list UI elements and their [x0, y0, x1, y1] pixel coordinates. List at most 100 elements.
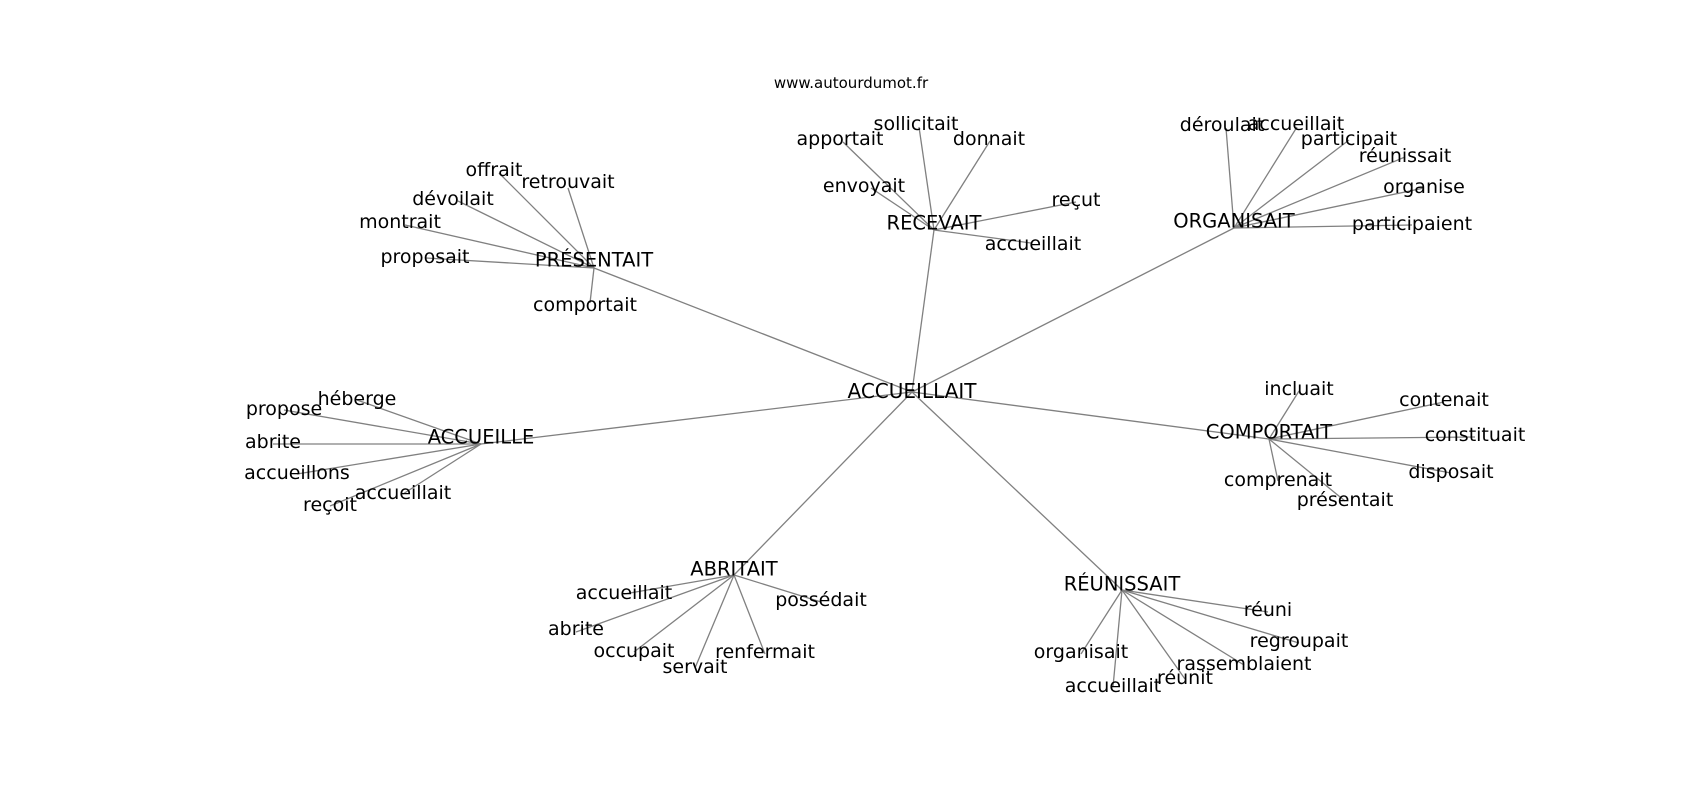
leaf-word-propose[interactable]: propose: [246, 398, 322, 420]
edge-organisait-participaient: [1233, 224, 1413, 229]
leaf-word-abrite[interactable]: abrite: [245, 431, 301, 453]
edge-reunissait-organisait: [1080, 589, 1123, 655]
edge-organisait-accueillait: [1233, 126, 1298, 229]
hub-word-recevait[interactable]: RECEVAIT: [887, 212, 982, 235]
leaf-word-organise[interactable]: organise: [1383, 176, 1465, 198]
edge-comportait-presentait: [1268, 438, 1346, 502]
leaf-word-accueillons[interactable]: accueillons: [244, 462, 350, 484]
hub-word-organisait[interactable]: ORGANISAIT: [1173, 210, 1295, 233]
leaf-word-reuni[interactable]: réuni: [1244, 599, 1292, 621]
edge-abritait-abrite: [575, 574, 735, 633]
leaf-word-devoilait[interactable]: dévoilait: [412, 188, 494, 210]
hub-word-abritait[interactable]: ABRITAIT: [690, 558, 778, 581]
edge-presentait-devoilait: [457, 200, 595, 269]
edge-accueille-propose: [283, 409, 482, 445]
edge-presentait-comportait: [589, 267, 595, 304]
leaf-word-contenait[interactable]: contenait: [1399, 389, 1489, 411]
hub-word-accueille[interactable]: ACCUEILLE: [428, 426, 535, 449]
leaf-word-comprenait[interactable]: comprenait: [1224, 469, 1332, 491]
leaf-word-regroupait[interactable]: regroupait: [1250, 630, 1349, 652]
edge-comportait-incluait: [1268, 390, 1300, 440]
edge-presentait-montrait: [404, 224, 595, 269]
leaf-word-constituait[interactable]: constituait: [1425, 424, 1526, 446]
leaf-word-montrait[interactable]: montrait: [359, 211, 441, 233]
leaf-word-deroulait[interactable]: déroulait: [1180, 114, 1264, 136]
edge-abritait-servait: [694, 574, 735, 669]
leaf-word-accueillait[interactable]: accueillait: [1065, 675, 1161, 697]
leaf-word-presentait[interactable]: présentait: [1297, 489, 1394, 511]
hub-word-reunissait[interactable]: RÉUNISSAIT: [1064, 573, 1181, 596]
leaf-word-envoyait[interactable]: envoyait: [823, 175, 905, 197]
edge-recevait-donnait: [933, 140, 991, 231]
edge-center-accueille: [480, 391, 913, 445]
leaf-word-servait[interactable]: servait: [662, 656, 727, 678]
edge-comportait-contenait: [1268, 401, 1445, 440]
leaf-word-rassemblaient[interactable]: rassemblaient: [1177, 653, 1312, 675]
edge-abritait-accueillait: [623, 574, 735, 595]
leaf-word-disposait[interactable]: disposait: [1408, 461, 1493, 483]
edge-organisait-reunissait: [1233, 156, 1406, 229]
leaf-word-participait[interactable]: participait: [1301, 128, 1397, 150]
leaf-word-sollicitait[interactable]: sollicitait: [874, 113, 959, 135]
leaf-word-incluait[interactable]: incluait: [1264, 378, 1333, 400]
leaf-word-heberge[interactable]: héberge: [318, 388, 397, 410]
edge-reunissait-accueillait: [1112, 589, 1123, 688]
edge-reunissait-rassemblaient: [1121, 589, 1245, 666]
leaf-word-possedait[interactable]: possédait: [775, 589, 867, 611]
edge-abritait-occupait: [633, 574, 735, 653]
edge-center-presentait: [593, 267, 913, 393]
leaf-word-retrouvait[interactable]: retrouvait: [521, 171, 614, 193]
leaf-word-accueillait[interactable]: accueillait: [576, 582, 672, 604]
edge-reunissait-reuni: [1121, 589, 1269, 613]
leaf-word-reunissait[interactable]: réunissait: [1359, 145, 1452, 167]
edge-accueille-heberge: [356, 399, 482, 445]
edge-accueille-accueillait: [402, 443, 482, 495]
edge-center-abritait: [733, 391, 913, 576]
leaf-word-apportait[interactable]: apportait: [796, 128, 883, 150]
edge-recevait-accueillait: [933, 229, 1032, 244]
edge-comportait-disposait: [1268, 438, 1452, 474]
leaf-word-abrite[interactable]: abrite: [548, 618, 604, 640]
edge-presentait-retrouvait: [567, 187, 595, 269]
edge-center-comportait: [911, 391, 1270, 440]
edge-comportait-comprenait: [1268, 438, 1279, 482]
edge-organisait-participait: [1233, 139, 1350, 229]
leaf-word-accueillait[interactable]: accueillait: [355, 482, 451, 504]
hub-word-comportait[interactable]: COMPORTAIT: [1206, 421, 1333, 444]
center-word[interactable]: ACCUEILLAIT: [848, 379, 978, 403]
leaf-word-accueillait[interactable]: accueillait: [985, 233, 1081, 255]
source-label[interactable]: www.autourdumot.fr: [774, 74, 929, 92]
edge-presentait-proposait: [425, 257, 595, 269]
edge-organisait-organise: [1233, 187, 1425, 229]
edge-recevait-envoyait: [870, 187, 935, 231]
edge-center-recevait: [911, 229, 935, 393]
edges-layer: [273, 126, 1476, 688]
edge-reunissait-regroupait: [1121, 589, 1300, 644]
leaf-word-occupait[interactable]: occupait: [594, 640, 675, 662]
edge-recevait-recut: [933, 201, 1077, 231]
hub-word-presentait[interactable]: PRÉSENTAIT: [535, 249, 653, 272]
leaf-word-reunit[interactable]: réunit: [1157, 667, 1213, 689]
leaf-word-organisait[interactable]: organisait: [1034, 641, 1128, 663]
edge-organisait-deroulait: [1225, 127, 1235, 229]
leaf-word-recoit[interactable]: reçoit: [303, 494, 357, 516]
leaf-word-participaient[interactable]: participaient: [1352, 213, 1472, 235]
edge-accueille-accueillons: [296, 443, 482, 475]
leaf-word-offrait[interactable]: offrait: [466, 159, 523, 181]
leaf-word-recut[interactable]: reçut: [1051, 189, 1100, 211]
edge-center-organisait: [911, 227, 1235, 393]
leaf-word-accueillait[interactable]: accueillait: [1248, 113, 1344, 135]
edge-comportait-constituait: [1268, 436, 1476, 440]
edge-center-reunissait: [911, 391, 1123, 591]
leaf-word-comportait[interactable]: comportait: [533, 294, 637, 316]
edge-abritait-renfermait: [733, 574, 766, 655]
edge-recevait-sollicitait: [918, 126, 935, 231]
edge-accueille-recoit: [329, 443, 482, 507]
leaf-word-proposait[interactable]: proposait: [380, 246, 469, 268]
leaf-word-renfermait[interactable]: renfermait: [715, 641, 815, 663]
leaf-word-donnait[interactable]: donnait: [953, 128, 1025, 150]
edge-recevait-apportait: [842, 141, 935, 231]
edge-abritait-possedait: [733, 574, 822, 603]
